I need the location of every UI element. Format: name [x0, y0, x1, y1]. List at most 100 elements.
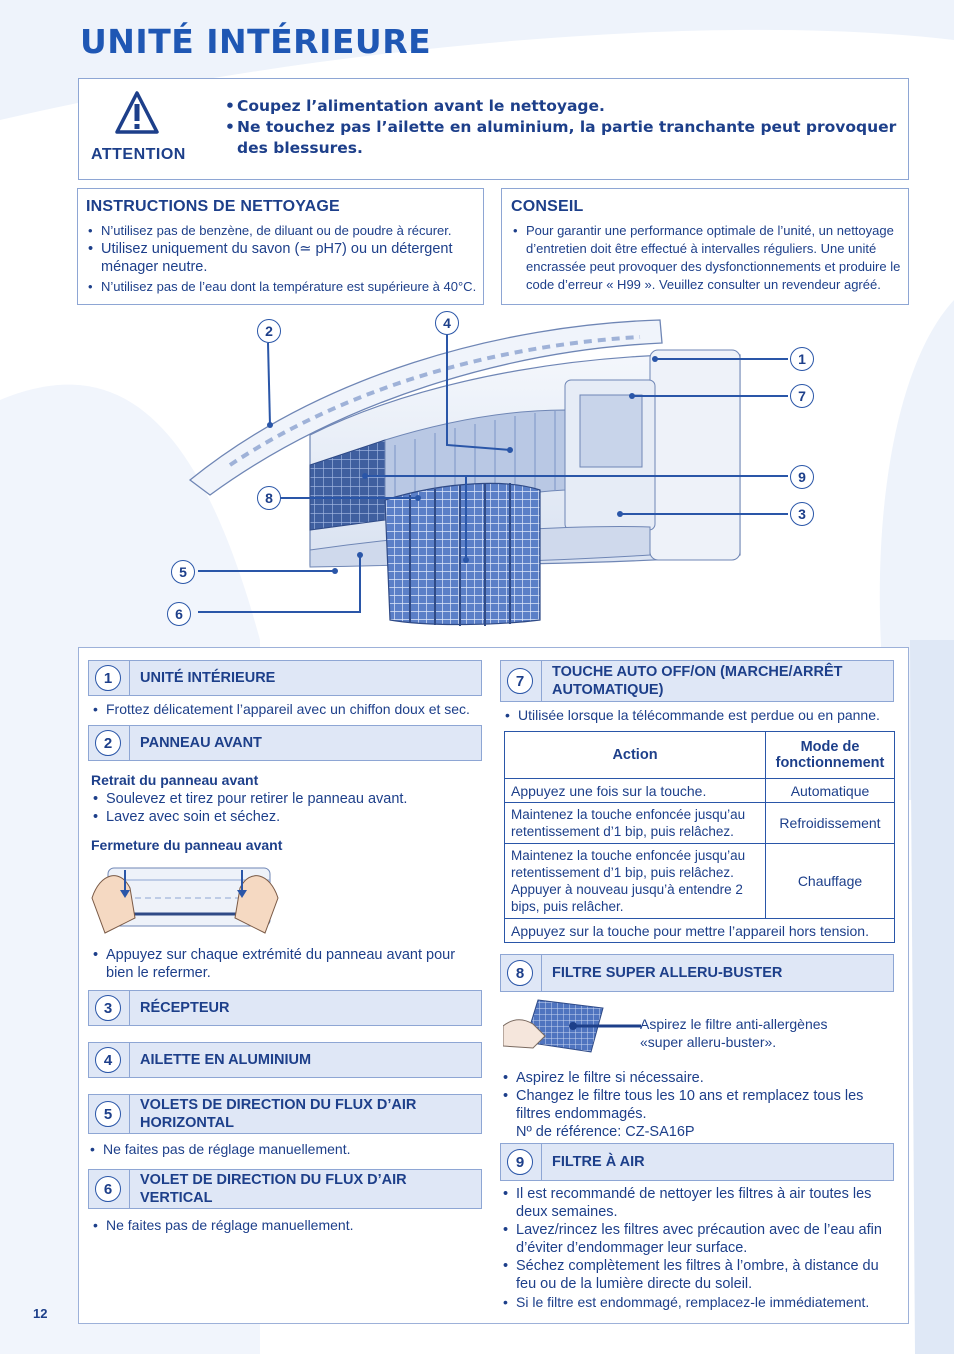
section-1-list: Frottez délicatement l’appareil avec un … — [91, 700, 481, 718]
section-title: PANNEAU AVANT — [140, 735, 262, 751]
list-item: Pour garantir une performance optimale d… — [511, 222, 907, 294]
callout-4: 4 — [435, 311, 459, 335]
close-panel-illustration — [91, 867, 279, 934]
section-8-header: 8 FILTRE SUPER ALLERU-BUSTER — [500, 954, 894, 992]
action-cell: Maintenez la touche enfoncée jusqu’au re… — [504, 843, 766, 919]
close-panel-title: Fermeture du panneau avant — [91, 837, 283, 853]
callout-5: 5 — [171, 560, 195, 584]
list-item: Aspirez le filtre si nécessaire. — [501, 1069, 886, 1087]
advice-title: CONSEIL — [511, 198, 584, 215]
list-item: Séchez complètement les filtres à l’ombr… — [501, 1257, 891, 1293]
section-7-list: Utilisée lorsque la télécommande est per… — [503, 706, 893, 724]
section-number: 9 — [507, 1149, 533, 1175]
page-title: UNITÉ INTÉRIEURE — [80, 22, 432, 61]
action-cell: Appuyez une fois sur la touche. — [504, 778, 766, 803]
separator — [541, 661, 542, 701]
section-title: FILTRE À AIR — [552, 1154, 645, 1170]
list-item: N’utilisez pas de l’eau dont la températ… — [86, 278, 482, 296]
mode-cell: Automatique — [765, 778, 895, 803]
section-title: UNITÉ INTÉRIEURE — [140, 670, 276, 686]
list-item: Utilisez uniquement du savon (≃ pH7) ou … — [86, 240, 482, 276]
section-title: TOUCHE AUTO OFF/ON (MARCHE/ARRÊT AUTOMAT… — [552, 664, 843, 698]
section-number: 8 — [507, 960, 533, 986]
section-number: 4 — [95, 1047, 121, 1073]
callout-7: 7 — [790, 384, 814, 408]
column-header-mode: Mode de fonctionnement — [765, 731, 895, 779]
list-item: N’utilisez pas de benzène, de diluant ou… — [86, 222, 482, 240]
section-9-list: Il est recommandé de nettoyer les filtre… — [501, 1185, 891, 1311]
callout-2: 2 — [257, 319, 281, 343]
table-header-row: Action Mode de fonctionnement — [504, 731, 895, 779]
cleaning-list: N’utilisez pas de benzène, de diluant ou… — [86, 222, 482, 296]
separator — [541, 955, 542, 991]
section-number: 1 — [95, 665, 121, 691]
mode-cell: Chauffage — [765, 843, 895, 919]
section-number: 3 — [95, 995, 121, 1021]
footer-cell: Appuyez sur la touche pour mettre l’appa… — [504, 918, 895, 943]
section-title: FILTRE SUPER ALLERU-BUSTER — [552, 965, 783, 981]
allergen-filter-caption: Aspirez le filtre anti-allergènes «super… — [640, 1016, 828, 1050]
list-item: Frottez délicatement l’appareil avec un … — [91, 700, 481, 718]
advice-list: Pour garantir une performance optimale d… — [511, 222, 907, 294]
callout-1: 1 — [790, 347, 814, 371]
section-6-list: Ne faites pas de réglage manuellement. — [91, 1216, 481, 1234]
section-8-list: Aspirez le filtre si nécessaire. Changez… — [501, 1069, 886, 1123]
list-item: Lavez avec soin et séchez. — [91, 808, 481, 826]
list-item: Ne faites pas de réglage manuellement. — [91, 1216, 481, 1234]
section-title: AILETTE EN ALUMINIUM — [140, 1052, 312, 1068]
list-item: Il est recommandé de nettoyer les filtre… — [501, 1185, 891, 1221]
table-row: Maintenez la touche enfoncée jusqu’au re… — [504, 843, 895, 919]
attention-lines: Coupez l’alimentation avant le nettoyage… — [225, 96, 905, 159]
page-number: 12 — [33, 1306, 48, 1321]
section-number: 5 — [95, 1101, 121, 1127]
separator — [129, 661, 130, 695]
close-panel-list: Appuyez sur chaque extrémité du panneau … — [91, 946, 481, 982]
allergen-filter-illustration — [503, 999, 641, 1053]
section-number: 6 — [95, 1176, 121, 1202]
separator — [129, 991, 130, 1025]
separator — [129, 1095, 130, 1133]
column-header-action: Action — [504, 731, 766, 779]
section-5-list: Ne faites pas de réglage manuellement. — [88, 1140, 478, 1158]
section-7-header: 7 TOUCHE AUTO OFF/ON (MARCHE/ARRÊT AUTOM… — [500, 660, 894, 702]
section-3-header: 3 RÉCEPTEUR — [88, 990, 482, 1026]
remove-panel-list: Soulevez et tirez pour retirer le pannea… — [91, 790, 481, 826]
section-1-header: 1 UNITÉ INTÉRIEURE — [88, 660, 482, 696]
section-9-header: 9 FILTRE À AIR — [500, 1143, 894, 1181]
remove-panel-title: Retrait du panneau avant — [91, 772, 259, 788]
cleaning-title: INSTRUCTIONS DE NETTOYAGE — [86, 198, 340, 215]
section-title: RÉCEPTEUR — [140, 1000, 230, 1016]
section-title: VOLET DE DIRECTION DU FLUX D’AIR VERTICA… — [140, 1172, 407, 1206]
separator — [129, 1170, 130, 1208]
separator — [541, 1144, 542, 1180]
section-title: VOLETS DE DIRECTION DU FLUX D’AIR HORIZO… — [140, 1097, 417, 1131]
list-item: Appuyez sur chaque extrémité du panneau … — [91, 946, 481, 982]
separator — [129, 726, 130, 760]
list-item: Utilisée lorsque la télécommande est per… — [503, 706, 893, 724]
auto-button-table: Action Mode de fonctionnement Appuyez un… — [504, 731, 895, 943]
mode-cell: Refroidissement — [765, 802, 895, 844]
section-number: 2 — [95, 730, 121, 756]
section-2-header: 2 PANNEAU AVANT — [88, 725, 482, 761]
list-item: Changez le filtre tous les 10 ans et rem… — [501, 1087, 886, 1123]
attention-label: ATTENTION — [91, 146, 186, 163]
section-4-header: 4 AILETTE EN ALUMINIUM — [88, 1042, 482, 1078]
callout-6: 6 — [167, 602, 191, 626]
table-row: Appuyez une fois sur la touche. Automati… — [504, 778, 895, 803]
warning-triangle-icon — [115, 91, 159, 134]
section-5-header: 5 VOLETS DE DIRECTION DU FLUX D’AIR HORI… — [88, 1094, 482, 1134]
filter-reference: Nº de référence: CZ-SA16P — [516, 1124, 695, 1140]
separator — [129, 1043, 130, 1077]
list-item: Si le filtre est endommagé, remplacez-le… — [501, 1293, 891, 1311]
attention-line: Ne touchez pas l’ailette en aluminium, l… — [225, 117, 905, 159]
indoor-unit-illustration — [188, 319, 788, 626]
table-row: Maintenez la touche enfoncée jusqu’au re… — [504, 802, 895, 844]
action-cell: Maintenez la touche enfoncée jusqu’au re… — [504, 802, 766, 844]
callout-8: 8 — [257, 486, 281, 510]
section-number: 7 — [507, 668, 533, 694]
callout-3: 3 — [790, 502, 814, 526]
attention-line: Coupez l’alimentation avant le nettoyage… — [225, 96, 905, 117]
section-6-header: 6 VOLET DE DIRECTION DU FLUX D’AIR VERTI… — [88, 1169, 482, 1209]
list-item: Soulevez et tirez pour retirer le pannea… — [91, 790, 481, 808]
list-item: Ne faites pas de réglage manuellement. — [88, 1140, 478, 1158]
